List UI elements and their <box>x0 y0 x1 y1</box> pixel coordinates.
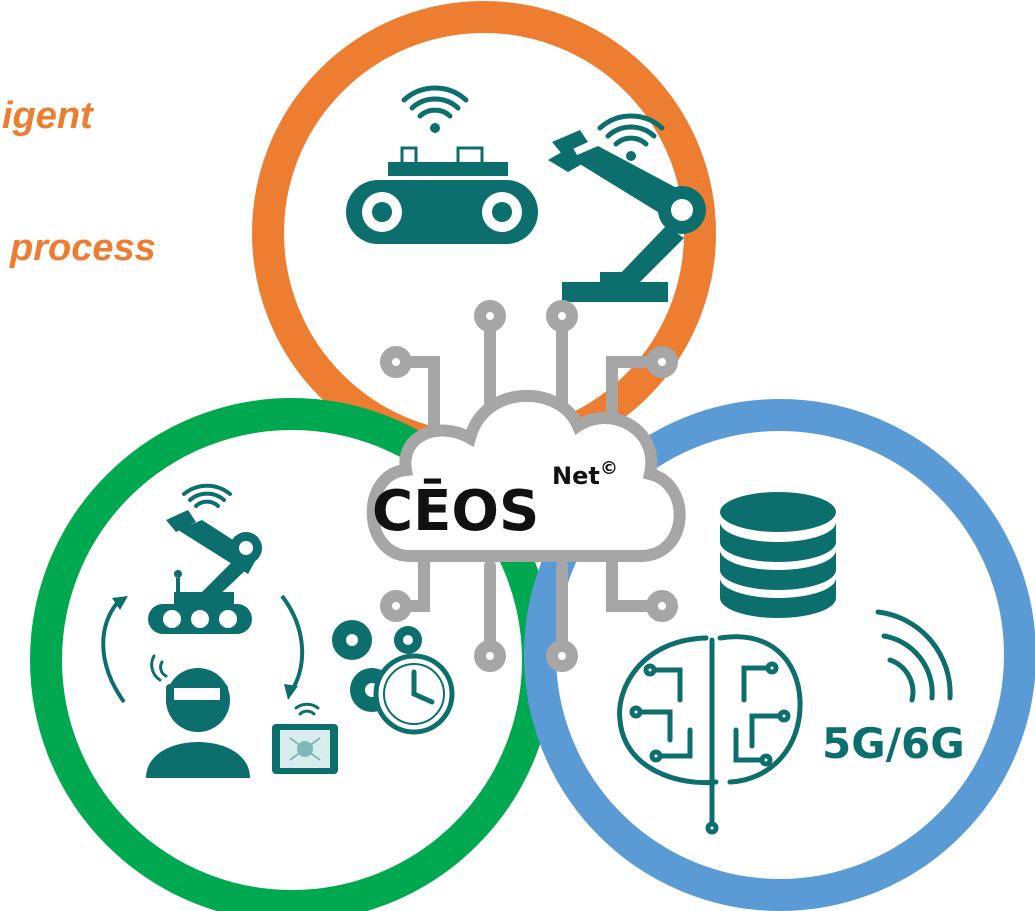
cycle-arrows-icon <box>101 594 305 704</box>
heading-line-2: process <box>10 227 156 269</box>
tablet-icon <box>272 724 338 774</box>
copyright-mark: © <box>600 458 618 479</box>
brand-superscript: Net <box>552 462 600 490</box>
wifi-icon <box>401 85 469 133</box>
signal-waves-icon <box>875 609 953 703</box>
gears-clock-icon <box>332 620 455 735</box>
network-label: 5G/6G <box>822 719 965 768</box>
database-icon <box>720 492 836 618</box>
mobile-robot-icon <box>148 510 262 634</box>
conveyor-icon <box>346 146 538 244</box>
wifi-icon <box>597 113 665 161</box>
heading-line-1: igent <box>2 95 93 137</box>
brand-name: CĒOS <box>372 479 539 544</box>
blue-ring <box>524 399 1035 911</box>
wifi-icon <box>150 654 320 716</box>
cloud-circuit-icon <box>366 300 686 672</box>
ai-brain-icon <box>617 634 803 835</box>
vr-user-icon <box>146 668 250 778</box>
wifi-icon <box>182 483 232 508</box>
robot-arm-icon <box>548 130 706 302</box>
